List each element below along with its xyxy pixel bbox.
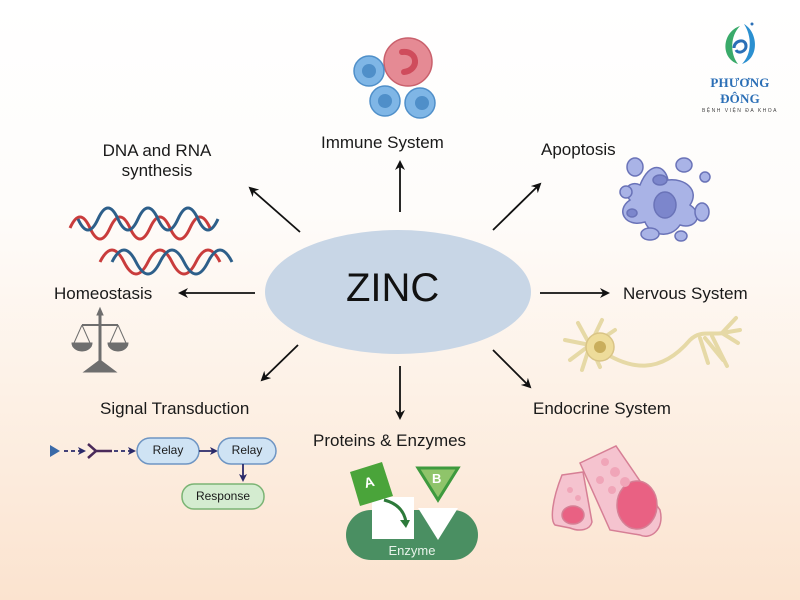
response-label: Response <box>195 489 251 503</box>
zinc-label: ZINC <box>346 266 440 310</box>
nervous-system-label: Nervous System <box>623 284 748 303</box>
logo-name: PHƯƠNG ĐÔNG <box>710 75 770 106</box>
dna-rna-label-line2: synthesis <box>121 161 193 180</box>
dna-rna-label: DNA and RNA synthesis <box>92 141 222 181</box>
substrate-b-label: B <box>432 471 442 486</box>
arrow-endocrine <box>492 349 532 389</box>
endocrine-cells-icon <box>551 445 662 537</box>
arrow-dna <box>248 186 301 233</box>
apoptosis-label: Apoptosis <box>541 140 616 159</box>
balance-scale-icon <box>71 306 129 373</box>
signal-transduction-label: Signal Transduction <box>100 399 250 418</box>
enzyme-icon <box>346 462 478 560</box>
dna-rna-label-line1: DNA and RNA <box>102 141 212 160</box>
hospital-logo: PHƯƠNG ĐÔNG BỆNH VIỆN ĐA KHOA <box>690 18 790 114</box>
endocrine-system-label: Endocrine System <box>533 399 671 418</box>
immune-cells-icon <box>353 37 436 119</box>
enzyme-label: Enzyme <box>388 543 436 558</box>
proteins-enzymes-label: Proteins & Enzymes <box>313 431 467 450</box>
logo-subtitle: BỆNH VIỆN ĐA KHOA <box>701 108 779 114</box>
relay-2-label: Relay <box>231 443 263 457</box>
homeostasis-label: Homeostasis <box>54 284 153 303</box>
zinc-ellipse <box>265 230 531 354</box>
neuron-nucleus <box>594 341 606 353</box>
logo-mark-icon <box>725 22 755 64</box>
arrow-signal <box>260 344 299 382</box>
apoptosis-cell-icon <box>619 157 711 242</box>
relay-1-label: Relay <box>152 443 184 457</box>
arrow-apoptosis <box>492 182 542 231</box>
signal-pathway-icon <box>50 437 277 510</box>
dna-rna-icon <box>68 206 234 276</box>
immune-system-label: Immune System <box>321 133 444 152</box>
